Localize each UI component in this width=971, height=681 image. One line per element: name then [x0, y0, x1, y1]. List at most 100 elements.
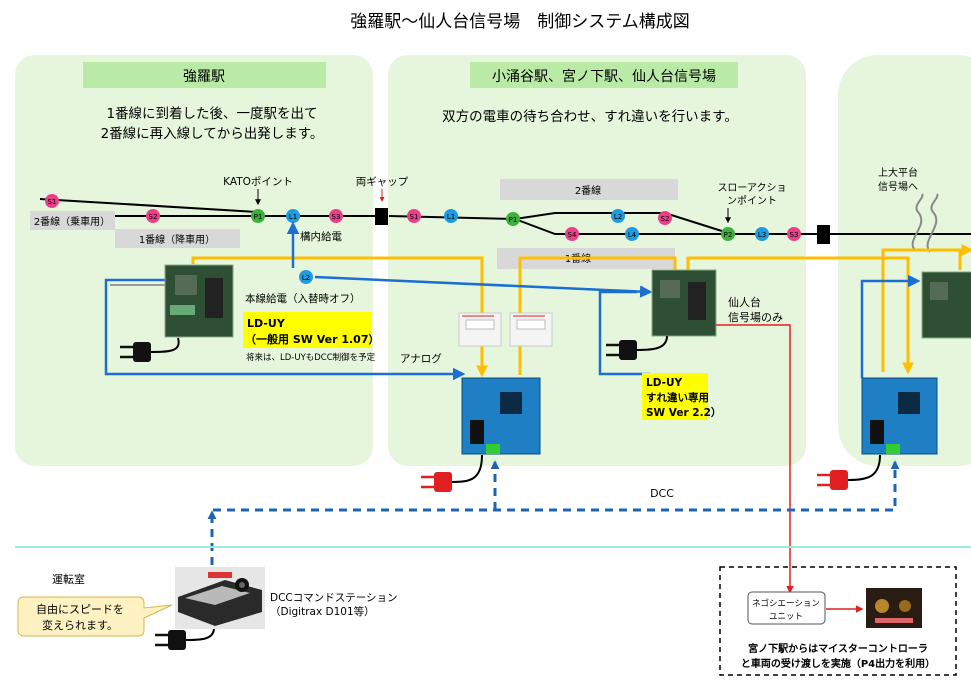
track2-board-bg [30, 211, 115, 230]
svg-text:L4: L4 [628, 231, 637, 239]
speed-line2: 変えられます。 [42, 618, 118, 632]
svg-text:L2: L2 [302, 274, 310, 282]
sensor-l3-mid: L3 [755, 227, 769, 241]
svg-text:S1: S1 [410, 213, 419, 221]
track1-board-label: 1番線（降車用） [139, 233, 215, 246]
sensor-l2-mid: L2 [611, 209, 625, 223]
sensor-l2-left: L2 [299, 270, 313, 284]
station-feed-label: 構内給電 [300, 230, 342, 243]
meister-box [719, 566, 957, 676]
sensor-s2-mid: S2 [658, 211, 672, 225]
sennindai-line2: 信号場のみ [728, 311, 783, 324]
dcc-board-right [861, 377, 938, 455]
sensor-s1-left: S1 [45, 194, 59, 208]
blue-wires [104, 221, 921, 381]
gora-header-bg [83, 62, 326, 88]
command-station-icon [175, 567, 265, 629]
middle-desc: 双方の電車の待ち合わせ、すれ違いを行います。 [442, 109, 738, 125]
sensor-s1-mid: S1 [407, 209, 421, 223]
power-plug-icon-sennindai [606, 335, 668, 360]
kamiodai-line2: 信号場へ [878, 180, 918, 193]
track2-board-label: 2番線（乗車用） [34, 215, 110, 228]
control-room-label: 運転室 [52, 572, 85, 586]
middle-header: 小涌谷駅、宮ノ下駅、仙人台信号場 [492, 69, 716, 85]
svg-text:P2: P2 [724, 231, 733, 239]
gap-label: 両ギャップ [356, 176, 409, 188]
future-note: 将来は、LD-UYもDCC制御を予定 [246, 352, 376, 363]
sensor-s4-mid: S4 [565, 227, 579, 241]
svg-text:L3: L3 [758, 231, 766, 239]
ld-uy-general-highlight [243, 312, 371, 348]
miyanoshita-line1: 宮ノ下駅からはマイスターコントローラ [748, 642, 928, 655]
svg-text:S3: S3 [332, 213, 341, 221]
dcc-board-middle [461, 377, 541, 455]
svg-text:S3: S3 [790, 231, 799, 239]
miyanoshita-line2: と車両の受け渡しを実施（P4出力を利用） [741, 657, 935, 670]
gap-block-left [375, 208, 388, 225]
sensor-s2-left: S2 [146, 209, 160, 223]
ld-uy-board-sennindai [651, 269, 717, 337]
command-station-line1: DCCコマンドステーション [270, 592, 398, 604]
red-signal-line [716, 324, 794, 594]
svg-text:S4: S4 [568, 231, 577, 239]
svg-text:S1: S1 [48, 198, 57, 206]
mid-track2-label: 2番線 [575, 184, 601, 197]
ld-uy-general-line2: （一般用 SW Ver 1.07） [245, 332, 379, 346]
command-station-line2: （Digitrax D101等） [270, 605, 375, 618]
ld-uy-general-line1: LD-UY [247, 317, 286, 330]
dcc-bus [207, 460, 900, 565]
ld-uy-board-gora [164, 264, 234, 338]
sensor-s3-mid: S3 [787, 227, 801, 241]
continuation-wave-icon [911, 193, 939, 253]
main-feed-label: 本線給電（入替時オフ） [245, 292, 361, 305]
right-panel [838, 55, 971, 466]
svg-text:L1: L1 [447, 213, 455, 221]
gora-desc-line2: 2番線に再入線してから出発します。 [101, 126, 324, 142]
svg-text:L2: L2 [614, 213, 622, 221]
sennindai-line1: 仙人台 [728, 295, 761, 309]
sensor-l1-mid: L1 [444, 209, 458, 223]
power-plug-icon-red-middle [421, 454, 483, 492]
ld-uy-passing-highlight [642, 373, 708, 420]
connector-icon-2 [509, 312, 553, 347]
analog-label: アナログ [400, 352, 442, 365]
negotiation-unit [747, 591, 826, 625]
meister-controller-icon [866, 588, 922, 628]
ld-uy-board-right [921, 271, 971, 339]
connector-icon-1 [458, 312, 502, 347]
sensor-p2-mid: P2 [721, 227, 735, 241]
negotiation-line2: ユニット [769, 612, 803, 622]
middle-header-bg [470, 62, 738, 88]
sensor-l4-mid: L4 [625, 227, 639, 241]
speed-line1: 自由にスピードを [36, 602, 124, 616]
sensor-s3-left: S3 [329, 209, 343, 223]
slow-action-line1: スローアクショ [717, 182, 786, 194]
kato-point-label: KATOポイント [223, 176, 293, 188]
gap-block-right [817, 225, 830, 244]
power-plug-icon-gora [120, 337, 180, 362]
speed-callout-bubble [17, 596, 173, 637]
sensor-p1-left: P1 [251, 209, 265, 223]
gora-header: 強羅駅 [183, 69, 225, 85]
negotiation-line1: ネゴシエーション [752, 598, 820, 609]
ld-uy-passing-line1: LD-UY [646, 377, 682, 389]
track1-board-bg [115, 229, 240, 248]
gora-desc-line1: 1番線に到着した後、一度駅を出て [106, 105, 317, 122]
sensor-l1-left: L1 [286, 209, 300, 223]
slow-action-line2: ンポイント [727, 195, 777, 207]
power-plug-icon-station [155, 627, 215, 650]
ld-uy-passing-line2: すれ違い専用 [646, 391, 709, 404]
power-plug-icon-red-right [817, 454, 881, 490]
diagram-title: 強羅駅〜仙人台信号場 制御システム構成図 [350, 12, 690, 32]
mid-track2-bg [500, 179, 678, 200]
ld-uy-passing-line3: SW Ver 2.2） [646, 406, 721, 419]
svg-text:S2: S2 [661, 215, 670, 223]
svg-text:P1: P1 [509, 216, 518, 224]
svg-text:L1: L1 [289, 213, 297, 221]
svg-text:P1: P1 [254, 213, 263, 221]
dcc-label: DCC [650, 487, 674, 500]
kamiodai-line1: 上大平台 [878, 166, 918, 179]
svg-text:S2: S2 [149, 213, 158, 221]
sensor-p1-mid: P1 [506, 212, 520, 226]
